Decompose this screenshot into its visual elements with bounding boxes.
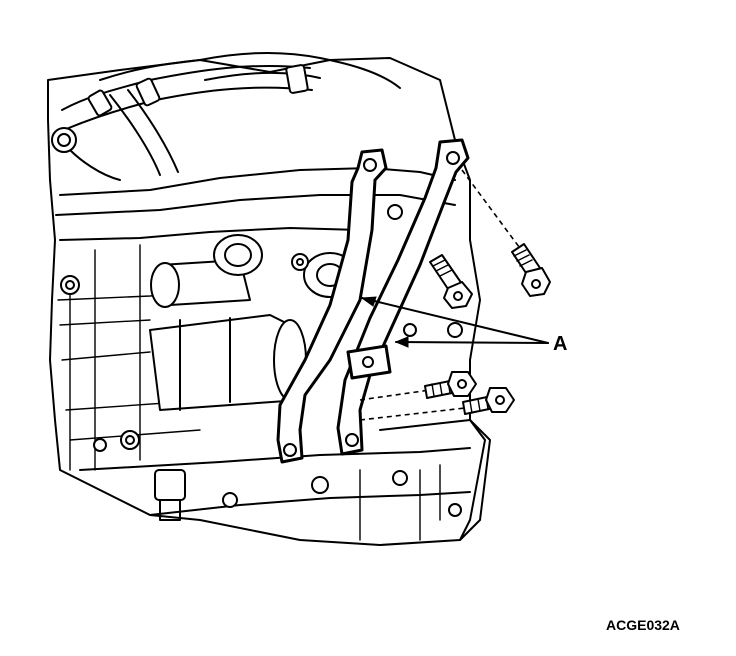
callout-arrowhead-upper xyxy=(360,296,377,307)
bolt-middle xyxy=(429,254,473,309)
callout-leader-lower xyxy=(395,341,549,344)
callout-leader-upper xyxy=(361,297,549,344)
callout-label: A xyxy=(553,333,567,355)
bolt-lower-1 xyxy=(359,371,477,401)
figure-code: ACGE032A xyxy=(606,617,680,633)
engine-block xyxy=(47,57,491,546)
coolant-hoses xyxy=(51,51,401,181)
starter-motor xyxy=(149,234,357,411)
bolt-upper-right xyxy=(461,169,551,297)
block-bolts xyxy=(60,204,463,517)
callout-arrowhead-lower xyxy=(394,336,409,348)
bolt-lower-2 xyxy=(359,387,515,421)
engine-brackets xyxy=(276,138,470,464)
callout-a: A xyxy=(360,296,567,355)
sensor-connector xyxy=(154,469,186,521)
